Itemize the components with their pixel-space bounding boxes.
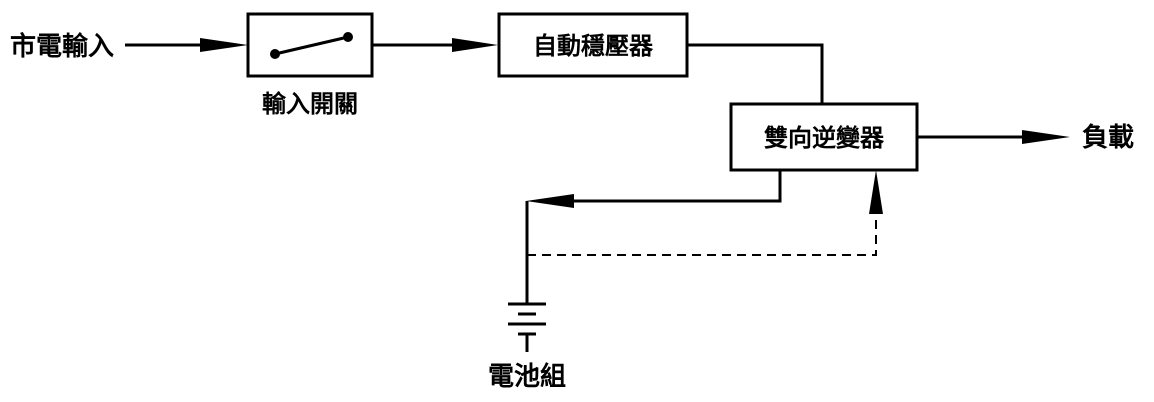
battery-icon [508, 302, 546, 352]
arrowhead-icon [869, 170, 883, 214]
switch-to-avr-connector [372, 38, 498, 52]
inverter-to-battery-connector [525, 170, 782, 303]
battery-to-inverter-connector [527, 170, 883, 256]
input-switch-label: 輸入開關 [262, 90, 358, 118]
bidirectional-inverter-block: 雙向逆變器 [729, 102, 919, 172]
inverter-to-load-connector [917, 130, 1070, 144]
avr-block: 自動穩壓器 [497, 12, 689, 78]
bidirectional-inverter-label: 雙向逆變器 [764, 124, 885, 152]
mains-to-switch-connector [125, 38, 248, 52]
avr-to-inverter-connector [687, 43, 824, 104]
avr-label: 自動穩壓器 [533, 32, 654, 60]
mains-input-label: 市電輸入 [10, 31, 114, 62]
arrowhead-icon [526, 194, 574, 208]
battery-label: 電池組 [488, 361, 566, 392]
arrowhead-icon [200, 38, 248, 52]
arrowhead-icon [452, 38, 498, 52]
load-label: 負載 [1082, 123, 1134, 153]
arrowhead-icon [1022, 130, 1070, 144]
input-switch-block [246, 12, 374, 78]
switch-icon [270, 32, 353, 59]
